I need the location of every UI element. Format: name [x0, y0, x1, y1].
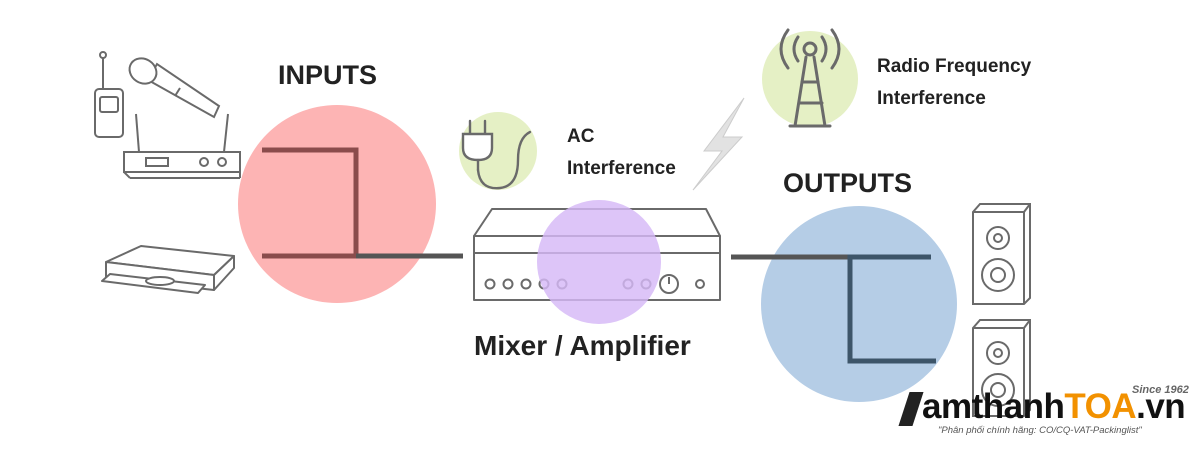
ac-label-line-1: AC: [567, 126, 595, 147]
speaker-icon: [972, 203, 1031, 305]
speaker-icon: [972, 319, 1031, 417]
ac-label-line-2: Interference: [567, 158, 676, 179]
brand-name: amthanhTOA.vn: [922, 385, 1186, 429]
brand-name-suffix: .vn: [1136, 387, 1186, 426]
brand-logo: Since 1962 amthanhTOA.vn "Phân phối chín…: [898, 384, 1196, 448]
inputs-label: INPUTS: [278, 60, 378, 90]
rf-interference-circle: [762, 31, 858, 127]
mixer-amplifier-label: Mixer / Amplifier: [474, 330, 691, 361]
lightning-icon: [692, 97, 745, 191]
microphone-icon: [128, 57, 221, 119]
ac-interference-label: AC Interference: [567, 121, 676, 185]
rf-label-line-2: Interference: [877, 88, 986, 109]
inputs-bracket-line: [262, 147, 359, 259]
rf-label-line-1: Radio Frequency: [877, 56, 1032, 77]
outputs-label: OUTPUTS: [783, 168, 913, 198]
wireless-receiver-icon: [123, 113, 241, 179]
radio-tower-icon: [779, 28, 841, 128]
power-plug-icon: [461, 119, 532, 190]
brand-since: Since 1962: [1132, 384, 1189, 396]
outputs-circle: [761, 206, 957, 402]
brand-tagline: "Phân phối chính hãng: CO/CQ-VAT-Packing…: [938, 425, 1142, 436]
inputs-circle: [238, 105, 436, 303]
bodypack-transmitter-icon: [94, 51, 124, 138]
rf-interference-label: Radio Frequency Interference: [877, 51, 1031, 115]
mixer-circle: [537, 200, 661, 324]
brand-name-accent: TOA: [1064, 387, 1137, 426]
brand-name-prefix: amthanh: [922, 387, 1065, 426]
outputs-bracket-line: [847, 254, 936, 364]
disc-player-icon: [101, 245, 235, 294]
